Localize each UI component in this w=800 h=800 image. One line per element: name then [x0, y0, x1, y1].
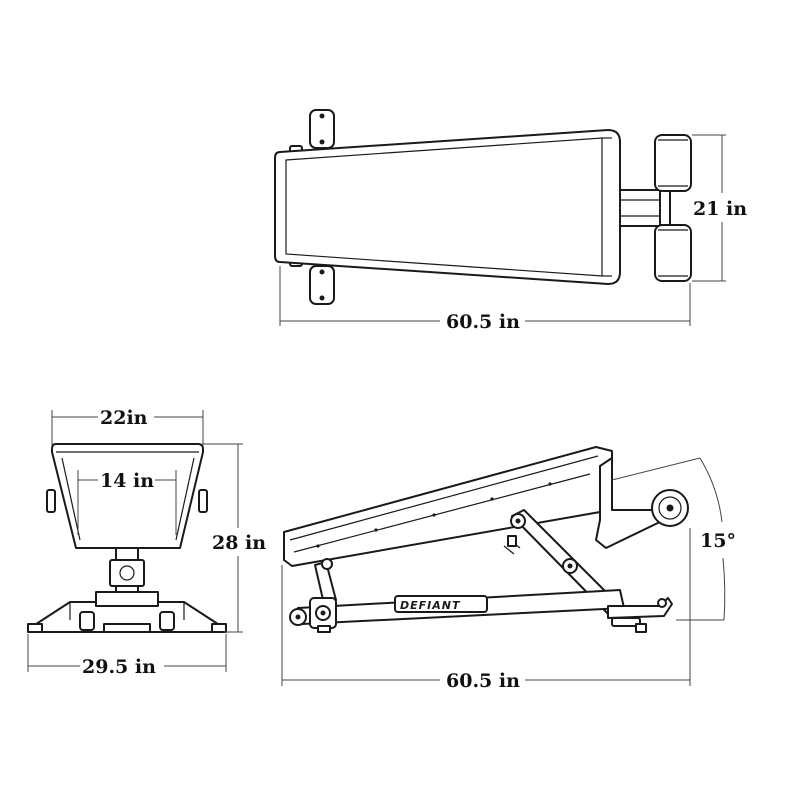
front-view-pad: [51, 443, 204, 549]
side-length-dimension: [281, 528, 691, 686]
front-base-width-dimension: [27, 634, 227, 672]
front-height-dimension: [203, 443, 243, 633]
front-height-label: 28 in: [212, 532, 266, 554]
front-view: 22in 14 in: [27, 407, 266, 678]
side-angle-dimension: [611, 457, 726, 621]
top-view-pad: [274, 129, 621, 285]
side-angle-label: 15°: [700, 530, 736, 552]
top-view-frame: [619, 189, 661, 227]
brand-plate: [394, 595, 488, 613]
top-view-roller-upper: [654, 134, 692, 192]
side-view: DEFIANT 15° 60.5 in: [281, 446, 736, 692]
top-width-label: 21 in: [693, 198, 747, 220]
top-view: 21 in 60.5 in: [274, 109, 747, 333]
top-length-dimension: [279, 266, 691, 326]
front-base-width-label: 29.5 in: [82, 656, 156, 678]
top-width-dimension: [692, 134, 726, 282]
front-top-width-label: 22in: [100, 407, 148, 429]
front-inner-width-dimension: [77, 470, 177, 535]
front-inner-width-label: 14 in: [100, 470, 154, 492]
side-length-label: 60.5 in: [446, 670, 520, 692]
brand-label: DEFIANT: [400, 599, 461, 612]
top-view-roller-lower: [654, 224, 692, 282]
front-top-width-dimension: [51, 410, 204, 445]
top-length-label: 60.5 in: [446, 311, 520, 333]
